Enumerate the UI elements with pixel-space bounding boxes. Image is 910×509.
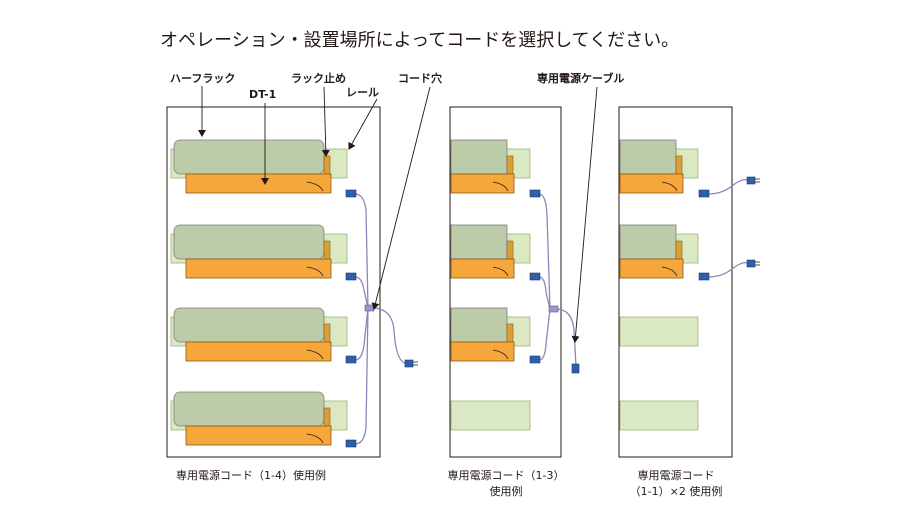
rack-slot-right-4 (619, 400, 699, 431)
rack-slot-right-2 (619, 224, 699, 279)
label-power-cable: 専用電源ケーブル (537, 71, 624, 85)
power-cord-1-4 (345, 189, 418, 448)
rack-slot-right-3 (619, 316, 699, 347)
caption-right-line1: 専用電源コード (638, 468, 715, 482)
label-rail: レール (346, 86, 379, 99)
rack-slot-middle-1 (450, 139, 531, 194)
label-half-rack: ハーフラック (170, 72, 235, 85)
caption-right-line2: （1-1）×2 使用例 (630, 484, 723, 498)
rack-slot-left-3 (170, 307, 348, 362)
label-dt1: DT-1 (249, 88, 276, 101)
rack-slot-middle-3 (450, 307, 531, 362)
power-cord-1-3 (529, 189, 580, 374)
label-cord-hole: コード穴 (398, 71, 442, 85)
instruction-title: オペレーション・設置場所によってコードを選択してください。 (160, 30, 679, 51)
callout-pointers (198, 86, 598, 343)
power-cord-1-1-pair (698, 176, 760, 281)
rack-slot-middle-4 (450, 400, 531, 431)
rack-slot-left-2 (170, 224, 348, 279)
caption-left: 専用電源コード（1-4）使用例 (176, 468, 326, 482)
rack-slot-middle-2 (450, 224, 531, 279)
rack-slot-left-4 (170, 391, 348, 446)
label-rack-stop: ラック止め (291, 71, 346, 85)
rack-slot-left-1 (170, 139, 348, 194)
rack-slot-right-1 (619, 139, 699, 194)
caption-middle-line1: 専用電源コード（1-3） (448, 468, 565, 482)
caption-middle-line2: 使用例 (490, 484, 523, 498)
